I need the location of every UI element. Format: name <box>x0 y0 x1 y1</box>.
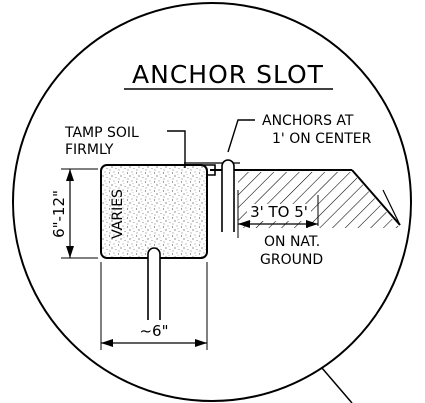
title: ANCHOR SLOT <box>132 60 324 89</box>
cover-sheet <box>186 164 216 186</box>
width-label: ~6" <box>139 322 168 340</box>
ground-label-line2: GROUND <box>260 252 323 268</box>
spacing-label-bg <box>247 204 311 221</box>
ground-right-edge <box>382 189 401 226</box>
ground-label-line1: ON NAT. <box>264 234 320 250</box>
spacing-label: 3' TO 5' <box>250 203 308 221</box>
depth-arrow-top <box>66 169 74 181</box>
depth-label: 6"-12" <box>50 190 68 238</box>
anchor-pin-ground <box>221 159 235 232</box>
leader-tail <box>321 367 353 403</box>
tamp-label-line2: FIRMLY <box>65 142 114 158</box>
anchors-label-line1: ANCHORS AT <box>262 113 354 129</box>
anchors-label-line2: 1' ON CENTER <box>272 131 372 147</box>
anchor-pin-trench <box>147 247 161 320</box>
tamp-label-line1: TAMP SOIL <box>64 125 139 141</box>
tamp-leader <box>167 130 186 168</box>
varies-label: VARIES <box>110 189 126 239</box>
ground-slope <box>351 169 401 226</box>
anchors-leader <box>227 119 255 153</box>
width-arrow-left <box>101 339 113 347</box>
spacing-arrow-left <box>238 220 250 228</box>
depth-arrow-bottom <box>66 246 74 258</box>
spacing-arrow-right <box>306 220 318 228</box>
width-arrow-right <box>195 339 207 347</box>
detail-circle <box>12 2 412 402</box>
